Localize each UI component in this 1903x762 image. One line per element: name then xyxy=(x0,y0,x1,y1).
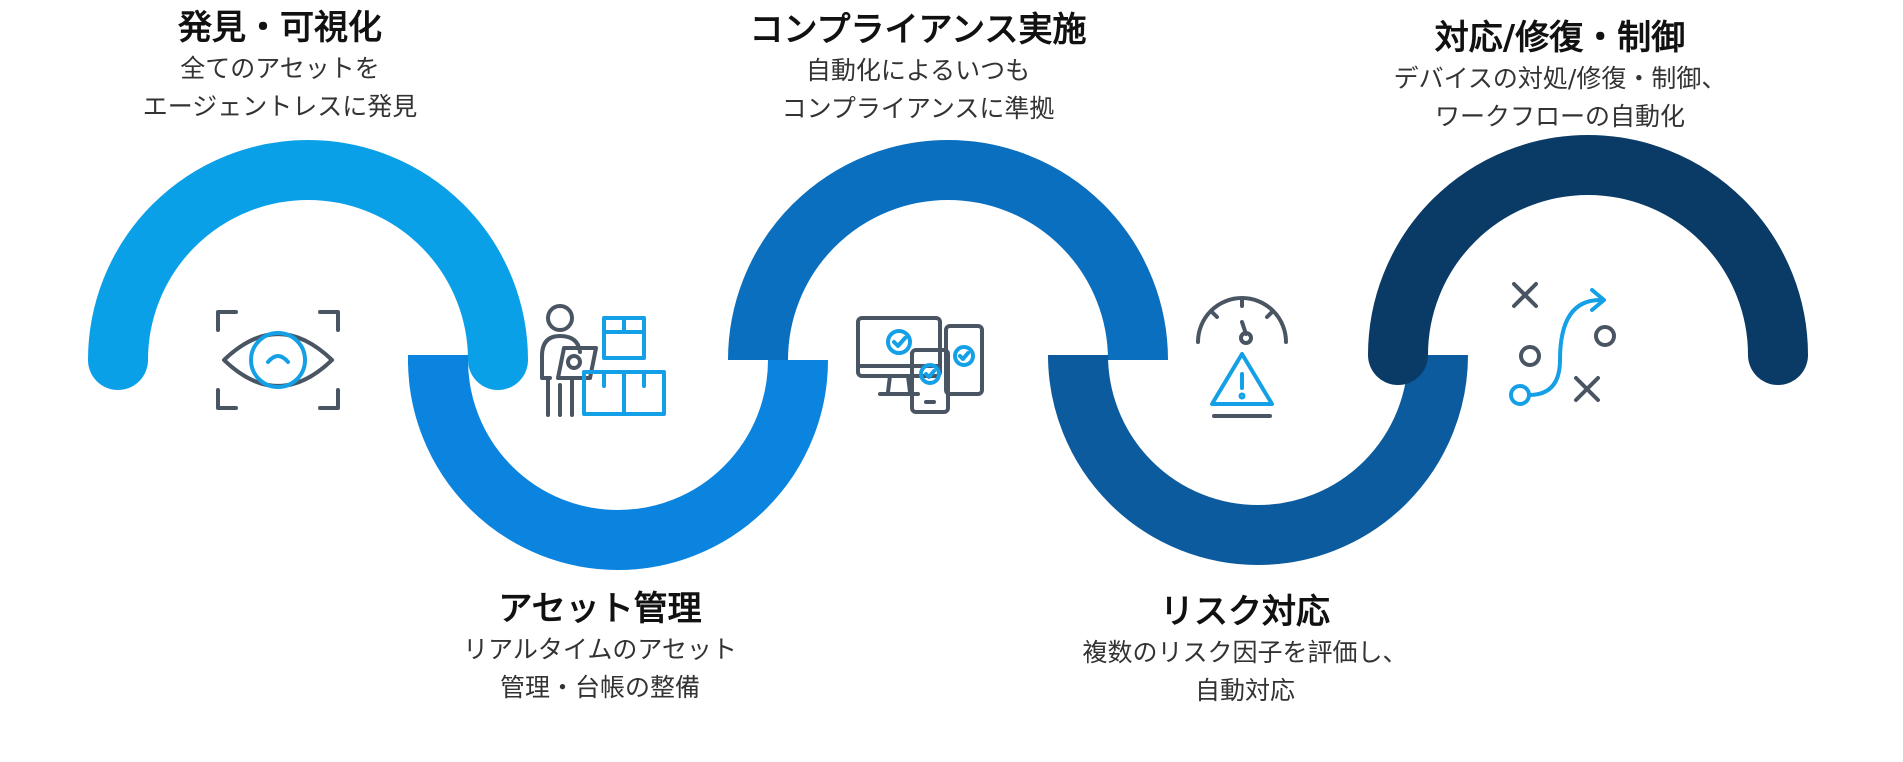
step-5-desc-line-2: ワークフローの自動化 xyxy=(1434,102,1685,131)
risk-gauge-warning-icon xyxy=(1196,296,1288,418)
step-4-desc-line-1: 複数のリスク因子を評価し、 xyxy=(1082,638,1408,667)
step-4-label: リスク対応 複数のリスク因子を評価し、 自動対応 xyxy=(1082,590,1407,710)
strategy-workflow-icon xyxy=(1509,282,1616,406)
step-1-label: 発見・可視化 全てのアセットを エージェントレスに発見 xyxy=(143,6,418,126)
step-3-desc-line-1: 自動化によるいつも xyxy=(805,56,1031,85)
devices-check-icon xyxy=(856,316,984,414)
step-4-desc-line-2: 自動対応 xyxy=(1194,676,1296,705)
wave-segment-3 xyxy=(728,140,1168,361)
step-5-desc-line-1: デバイスの対処/修復・制御、 xyxy=(1393,64,1727,93)
step-2-label: アセット管理 リアルタイムのアセット 管理・台帳の整備 xyxy=(463,587,737,707)
step-3-label: コンプライアンス実施 自動化によるいつも コンプライアンスに準拠 xyxy=(750,8,1087,128)
step-4-title: リスク対応 xyxy=(1159,592,1330,632)
step-5-label: 対応/修復・制御 デバイスの対処/修復・制御、 ワークフローの自動化 xyxy=(1394,16,1727,136)
wave-segment-5 xyxy=(1368,135,1808,385)
step-1-title: 発見・可視化 xyxy=(177,8,382,48)
step-3-title: コンプライアンス実施 xyxy=(749,10,1087,50)
inventory-person-boxes-icon xyxy=(540,304,666,417)
step-2-title: アセット管理 xyxy=(498,589,702,629)
step-5-title: 対応/修復・制御 xyxy=(1434,18,1686,58)
wave-segment-4 xyxy=(1048,354,1468,565)
eye-scan-icon xyxy=(216,310,340,410)
step-3-desc-line-2: コンプライアンスに準拠 xyxy=(781,94,1055,123)
step-2-desc-line-1: リアルタイムのアセット xyxy=(463,635,737,664)
step-2-desc-line-2: 管理・台帳の整備 xyxy=(499,673,701,702)
wave-segment-2 xyxy=(408,359,828,570)
step-1-desc-line-2: エージェントレスに発見 xyxy=(142,92,418,121)
wave-segment-1 xyxy=(88,140,528,390)
step-1-desc-line-1: 全てのアセットを xyxy=(180,54,380,83)
